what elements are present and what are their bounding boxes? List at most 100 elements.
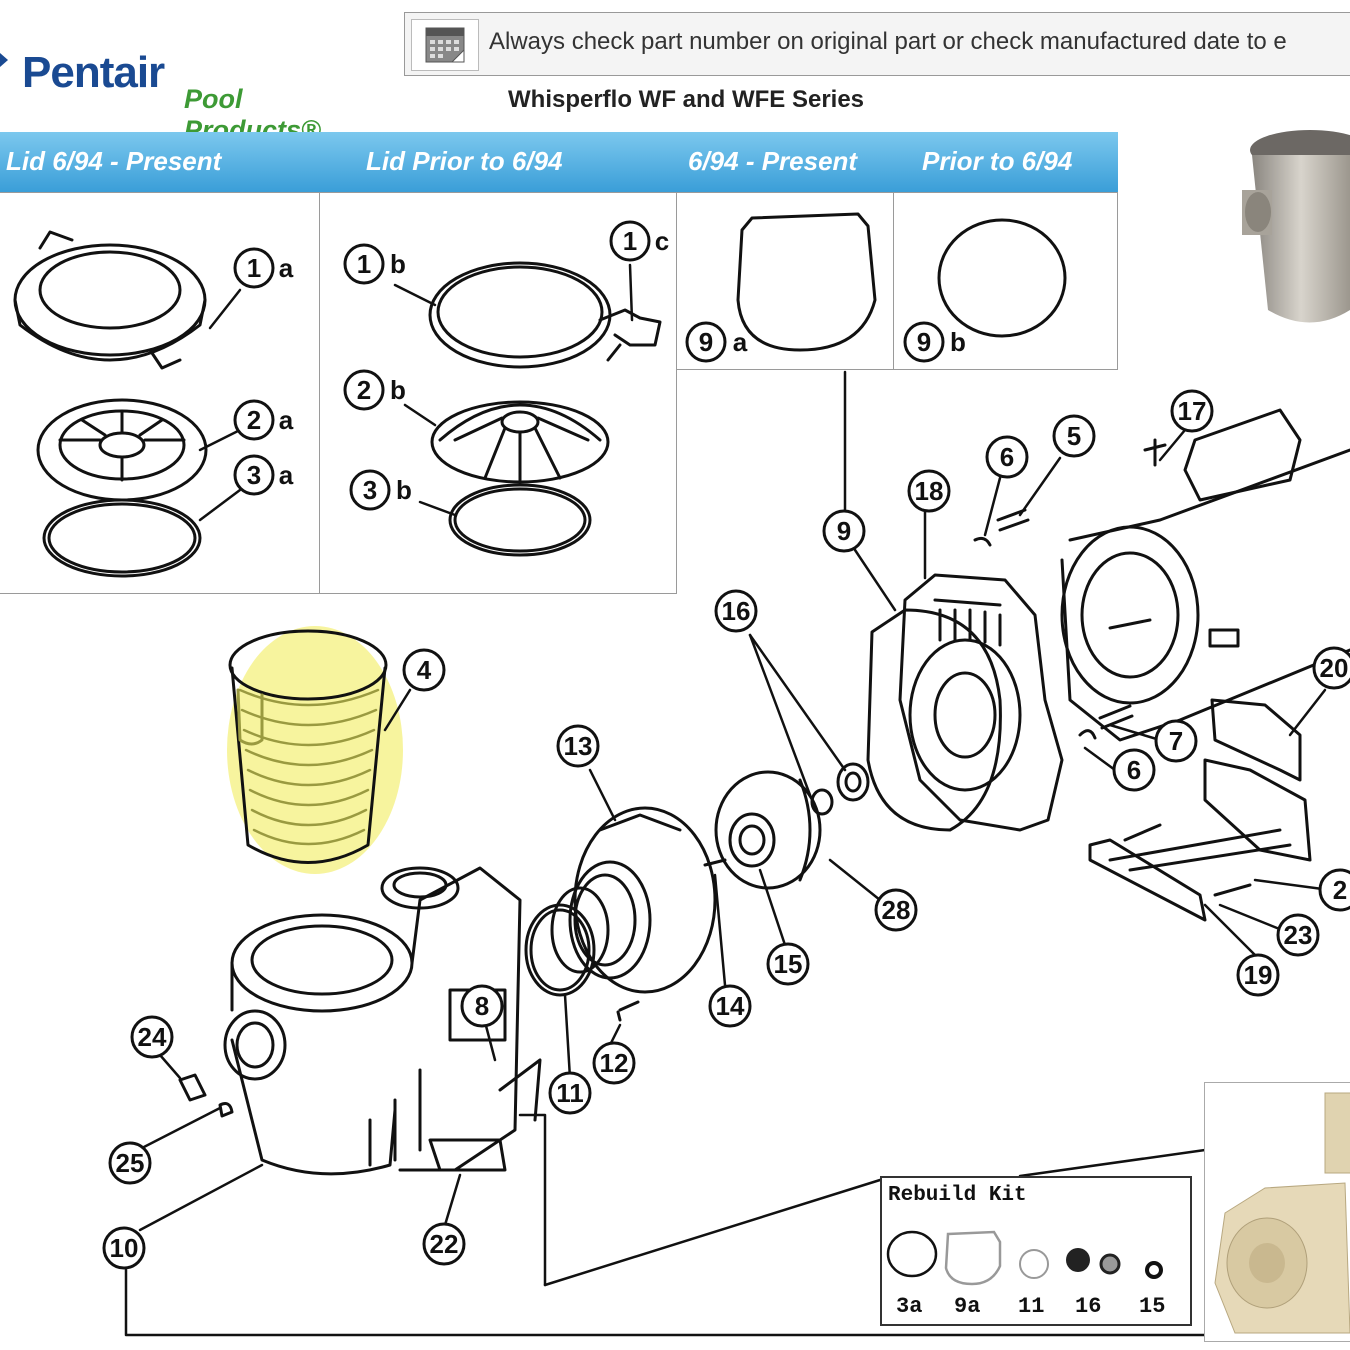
rebuild-kit-title: Rebuild Kit — [888, 1184, 1027, 1207]
callout-23: 23 — [1276, 913, 1320, 957]
header-bar: Lid 6/94 - Present Lid Prior to 6/94 6/9… — [0, 132, 1118, 193]
svg-text:28: 28 — [882, 895, 911, 925]
callout-18: 18 — [907, 469, 951, 513]
svg-text:8: 8 — [475, 991, 489, 1021]
kit-label-3a: 3a — [896, 1294, 923, 1319]
calendar-icon — [411, 19, 479, 71]
svg-text:1: 1 — [357, 249, 371, 279]
diffuser-13 — [550, 806, 717, 994]
callout-9b: 9 b — [903, 321, 966, 363]
svg-text:b: b — [950, 327, 966, 357]
kit-label-16: 16 — [1075, 1294, 1102, 1319]
svg-text:12: 12 — [600, 1048, 629, 1078]
callout-7: 7 — [1154, 719, 1198, 763]
svg-text:9: 9 — [917, 327, 931, 357]
screw-14 — [703, 858, 727, 867]
pump-housing-10 — [223, 866, 542, 1176]
bolt-7 — [1078, 704, 1134, 740]
kit-seal-16b — [1099, 1253, 1121, 1275]
notice-bar: Always check part number on original par… — [404, 12, 1350, 76]
svg-text:16: 16 — [722, 596, 751, 626]
pin-12 — [616, 1000, 640, 1022]
callout-25: 25 — [108, 1141, 152, 1185]
callout-3a: 3 a — [233, 454, 294, 496]
panel-grid — [0, 192, 1118, 594]
oring-3b — [448, 483, 592, 557]
svg-text:7: 7 — [1169, 726, 1183, 756]
svg-text:11: 11 — [556, 1078, 584, 1108]
svg-text:6: 6 — [1127, 755, 1141, 785]
seal-plate-18 — [898, 573, 1064, 832]
svg-text:22: 22 — [430, 1229, 459, 1259]
callout-1b: 1 b — [343, 243, 406, 285]
svg-text:a: a — [733, 327, 748, 357]
svg-text:6: 6 — [1000, 442, 1014, 472]
notice-text: Always check part number on original par… — [489, 28, 1287, 55]
svg-text:25: 25 — [116, 1148, 145, 1178]
pump-housing-photo-panel — [1204, 1082, 1350, 1342]
seal-16b — [836, 762, 870, 802]
svg-text:b: b — [390, 375, 406, 405]
svg-text:9: 9 — [837, 516, 851, 546]
header-lid-present: Lid 6/94 - Present — [6, 146, 222, 176]
kit-oring-11 — [1019, 1249, 1049, 1279]
svg-text:c: c — [655, 226, 669, 256]
callout-21: 2 — [1318, 868, 1350, 912]
bolt-6a — [973, 508, 1030, 547]
header-present: 6/94 - Present — [688, 146, 858, 176]
kit-oring-3a — [886, 1230, 938, 1278]
callout-19: 19 — [1236, 953, 1280, 997]
svg-text:b: b — [390, 249, 406, 279]
svg-text:23: 23 — [1284, 920, 1313, 950]
panel-lid-prior — [319, 192, 677, 594]
svg-text:2: 2 — [357, 375, 371, 405]
header-prior: Prior to 6/94 — [922, 146, 1073, 176]
callout-1a: 1 a — [233, 247, 294, 289]
svg-text:a: a — [279, 253, 294, 283]
basket-lid-2a — [36, 398, 208, 502]
brand-name: Pentair — [22, 48, 165, 97]
lid-ring-1a — [13, 230, 207, 370]
drain-plug-24 — [178, 1073, 207, 1102]
callout-8: 8 — [460, 984, 504, 1028]
gasket-9a — [736, 212, 877, 352]
drain-plug-25 — [218, 1102, 234, 1118]
logo-arrow-icon — [0, 46, 8, 74]
pump-photo — [1240, 120, 1350, 340]
panel-gasket-prior — [893, 192, 1118, 370]
callout-9a: 9 a — [685, 321, 748, 363]
callout-24: 24 — [130, 1015, 174, 1059]
svg-text:17: 17 — [1178, 396, 1207, 426]
svg-text:b: b — [396, 475, 412, 505]
svg-text:9: 9 — [699, 327, 713, 357]
callout-3b: 3 b — [349, 469, 412, 511]
oring-3a — [42, 498, 202, 578]
callout-13: 13 — [556, 724, 600, 768]
callout-2b: 2 b — [343, 369, 406, 411]
callout-10: 10 — [102, 1226, 146, 1270]
motor — [1060, 408, 1350, 742]
strainer-basket-4 — [227, 626, 403, 874]
svg-text:2: 2 — [1333, 875, 1347, 905]
callout-4: 4 — [402, 648, 446, 692]
gasket-9 — [866, 608, 1002, 832]
svg-text:3: 3 — [247, 460, 261, 490]
callout-5: 5 — [1052, 414, 1096, 458]
svg-text:a: a — [279, 460, 294, 490]
callout-28: 28 — [874, 888, 918, 932]
header-lid-prior: Lid Prior to 6/94 — [366, 146, 563, 176]
oring-11 — [524, 903, 596, 997]
svg-text:18: 18 — [915, 476, 944, 506]
svg-text:13: 13 — [564, 731, 593, 761]
svg-text:3: 3 — [363, 475, 377, 505]
svg-text:2: 2 — [247, 405, 261, 435]
callout-11: 11 — [548, 1071, 592, 1115]
svg-text:1: 1 — [247, 253, 261, 283]
svg-text:20: 20 — [1320, 653, 1349, 683]
svg-text:19: 19 — [1244, 960, 1273, 990]
kit-label-11: 11 — [1018, 1294, 1045, 1319]
pentair-logo: Pentair Pool Products® — [0, 38, 370, 145]
svg-text:24: 24 — [138, 1022, 167, 1052]
callout-2a: 2 a — [233, 399, 294, 441]
